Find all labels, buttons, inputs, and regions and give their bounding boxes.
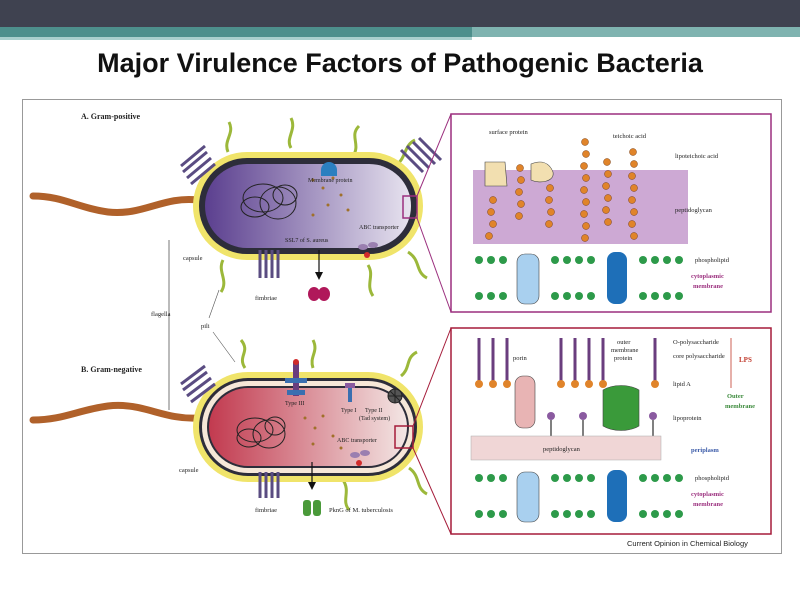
gp-granules (311, 176, 350, 217)
omp-label-3: protein (614, 355, 633, 362)
periplasm-label: periplasm (691, 447, 719, 454)
gp-ssl7-label: SSL7 of S. aureus (285, 237, 329, 244)
gp-chromosome (240, 183, 298, 220)
omp-label-1: outer (617, 339, 631, 346)
gp-zoom-line-top (416, 113, 452, 197)
top-bar-accent (0, 27, 800, 37)
lipoprotein-icons (547, 412, 657, 436)
pkng-protein-icon (303, 500, 321, 516)
gn-zoom-line-top (412, 327, 452, 427)
porin-icon (514, 375, 536, 429)
outer-membrane-label-2: membrane (725, 403, 755, 410)
o-polysaccharide-chains (477, 338, 657, 382)
gp-zoom-line-bottom (416, 217, 452, 313)
gp-cytoplasm (205, 164, 411, 248)
surface-protein-icon (484, 161, 508, 187)
gp-fimbriae-left (180, 144, 216, 186)
gp-abc-label: ABC transporter (359, 225, 399, 231)
gn-peptidoglycan-label: peptidoglycan (543, 446, 581, 453)
gp-capsule-label: capsule (183, 255, 203, 262)
type-i-secretion-icon (345, 383, 355, 402)
gp-flagellum (29, 192, 202, 217)
gn-arrowhead (308, 482, 316, 490)
outer-membrane-label-1: Outer (727, 393, 744, 400)
gn-membrane-bilayer (475, 474, 683, 518)
gp-teichoic-label: teichoic acid (613, 133, 647, 140)
gp-lipoteichoic-label: lipoteichoic acid (675, 153, 719, 160)
ssl7-protein-icon (308, 287, 330, 301)
lipoprotein-label: lipoprotein (673, 415, 702, 422)
membrane-protein-icon (321, 162, 337, 176)
top-bar-accent-light (472, 27, 800, 37)
type-ii-label-1: Type II (365, 408, 382, 414)
gp-peptidoglycan-layer (473, 170, 688, 244)
teichoic-acid-chains (485, 138, 638, 242)
core-polysaccharide-label: core polysaccharide (673, 353, 725, 360)
gp-fimbriae-label: fimbriae (255, 295, 277, 302)
pili-pointer (208, 289, 220, 319)
porin-label: porin (513, 355, 527, 362)
gp-fimbriae-bottom (258, 250, 280, 278)
lipid-a-label: lipid A (673, 381, 691, 388)
gn-abc-transporter-icon (350, 450, 370, 466)
type-iii-label: Type III (285, 401, 304, 407)
gn-abc-label: ABC transporter (337, 438, 377, 444)
gn-cyto-label-2: membrane (693, 501, 723, 508)
surface-protein-icon-2 (530, 161, 554, 183)
pili-label: pili (201, 323, 210, 330)
gp-fimbriae-right (399, 136, 443, 174)
gp-membrane-protein-label: Membrane protein (308, 178, 352, 184)
gp-zoom-marker (402, 195, 418, 219)
gp-membrane-bilayer (475, 256, 683, 300)
slide-title: Major Virulence Factors of Pathogenic Ba… (97, 48, 703, 78)
o-polysaccharide-label: O-polysaccharide (673, 339, 719, 346)
gn-phospholipid-label: phospholipid (695, 475, 730, 482)
gp-peptidoglycan-label: peptidoglycan (675, 207, 713, 214)
gn-fimbriae-left (180, 364, 216, 404)
pkng-label: PknG of M. tuberculosis (329, 507, 393, 514)
pili-pointer-2 (212, 331, 236, 363)
gn-transmembrane-protein-dark (607, 470, 627, 522)
gn-cyto-label-1: cytoplasmic (691, 491, 724, 498)
figure-credit: Current Opinion in Chemical Biology (627, 539, 748, 548)
gp-transmembrane-protein-light (516, 253, 540, 305)
gp-cyto-label-1: cytoplasmic (691, 273, 724, 280)
gram-negative-heading: B. Gram-negative (81, 365, 142, 374)
outer-membrane-protein-icon (602, 385, 640, 431)
gn-cytoplasm (209, 388, 407, 466)
top-bar-stripe (0, 37, 472, 40)
gp-phospholipid-label: phospholipid (695, 257, 730, 264)
gn-zoom-marker (394, 425, 414, 449)
flagella-label: flagella (151, 311, 171, 318)
gp-cyto-label-2: membrane (693, 283, 723, 290)
type-iii-secretion-icon (285, 359, 307, 396)
gp-pili (219, 117, 428, 297)
figure-frame: A. Gram-positive Membrane protein SSL7 o… (22, 99, 782, 554)
bacteria-diagram: A. Gram-positive Membrane protein SSL7 o… (29, 112, 772, 548)
gn-transmembrane-protein-light (516, 471, 540, 523)
gn-fimbriae-label: fimbriae (255, 507, 277, 514)
type-ii-tad-icon (387, 388, 403, 404)
omp-label-2: membrane (611, 347, 639, 354)
gp-abc-transporter-icon (358, 242, 378, 258)
gn-capsule-label: capsule (179, 467, 199, 474)
gn-zoom-line-bottom (412, 447, 452, 535)
type-i-label: Type I (341, 408, 356, 414)
gram-positive-heading: A. Gram-positive (81, 112, 141, 121)
gn-fimbriae-bottom (258, 472, 280, 498)
lps-label: LPS (739, 356, 752, 364)
gn-pili (239, 339, 428, 511)
top-bar (0, 0, 800, 27)
gn-granules (303, 414, 343, 450)
gn-peptidoglycan-layer (470, 435, 662, 461)
gn-flagellum (29, 401, 202, 424)
gn-chromosome (236, 416, 286, 449)
type-ii-label-2: (Tad system) (359, 415, 390, 422)
gp-transmembrane-protein-dark (607, 252, 627, 304)
gp-surface-protein-label: surface protein (489, 129, 529, 136)
gp-arrowhead (315, 272, 323, 280)
lipid-a-heads (475, 380, 659, 388)
